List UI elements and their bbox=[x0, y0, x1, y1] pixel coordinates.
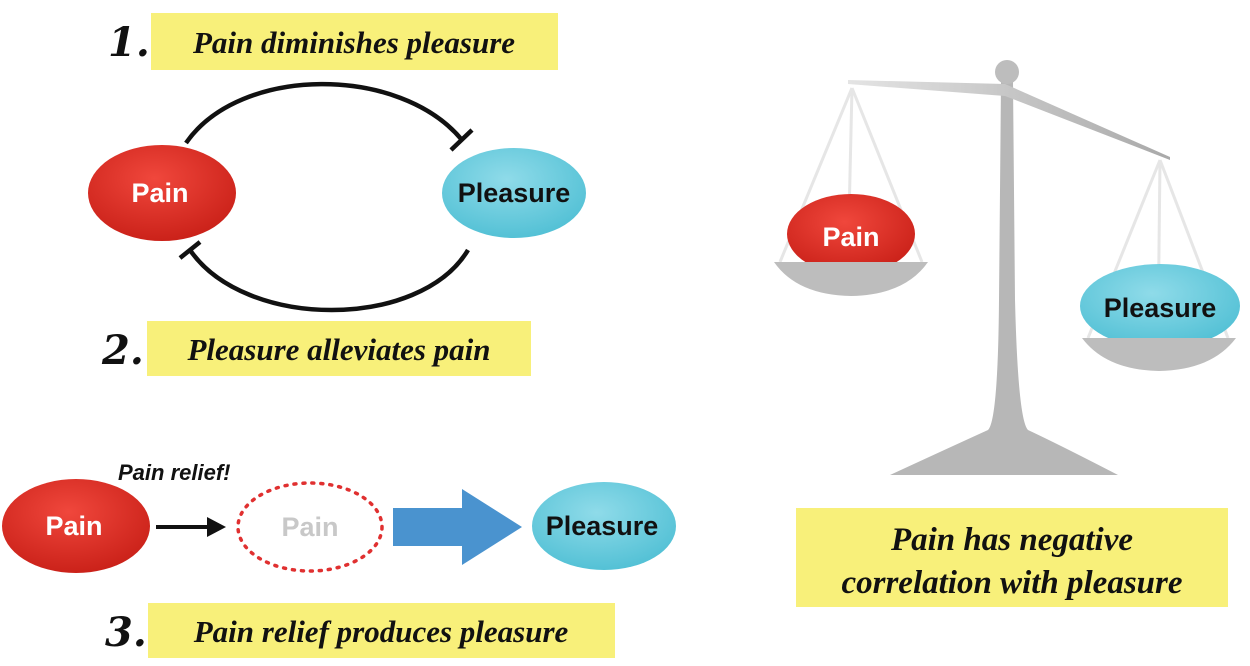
caption-3-highlight bbox=[148, 603, 615, 658]
cycle-pain-label: Pain bbox=[131, 178, 188, 208]
cycle-diagram: Pain Pleasure bbox=[88, 81, 586, 313]
scale-post bbox=[890, 82, 1118, 475]
cycle-pleasure-label: Pleasure bbox=[458, 178, 571, 208]
inhibit-bar-top bbox=[449, 128, 474, 152]
caption-1: 1. Pain diminishes pleasure bbox=[108, 13, 558, 70]
conclusion-highlight bbox=[796, 508, 1228, 607]
caption-2: 2. Pleasure alleviates pain bbox=[101, 321, 531, 376]
scale-pleasure-label: Pleasure bbox=[1104, 293, 1217, 323]
balance-scale: Pain Pleasure bbox=[774, 60, 1240, 475]
caption-1-number: 1. bbox=[108, 19, 150, 66]
conclusion-box: Pain has negative correlation with pleas… bbox=[796, 508, 1228, 607]
caption-1-highlight bbox=[151, 13, 558, 70]
caption-1-text: Pain diminishes pleasure bbox=[192, 25, 515, 60]
left-pan bbox=[774, 262, 928, 296]
right-pan bbox=[1082, 338, 1236, 371]
scale-pain-label: Pain bbox=[822, 222, 879, 252]
relief-diagram: Pain Pain relief! Pain Pleasure bbox=[2, 460, 676, 573]
caption-3: 3. Pain relief produces pleasure bbox=[105, 603, 615, 658]
caption-3-number: 3. bbox=[105, 609, 147, 656]
caption-3-text: Pain relief produces pleasure bbox=[193, 614, 569, 649]
relief-pleasure-node bbox=[532, 482, 676, 570]
inhibit-arc-bottom bbox=[188, 248, 470, 313]
cycle-pain-node bbox=[88, 145, 236, 241]
conclusion-line-2: correlation with pleasure bbox=[841, 565, 1182, 601]
cycle-pleasure-node bbox=[442, 148, 586, 238]
caption-2-highlight bbox=[147, 321, 531, 376]
scale-pain-weight bbox=[787, 194, 915, 274]
faded-pain-node bbox=[236, 481, 384, 573]
inhibit-bar-bottom bbox=[178, 240, 202, 260]
produces-block-arrow bbox=[393, 489, 522, 565]
relief-note: Pain relief! bbox=[118, 460, 230, 485]
conclusion-line-1: Pain has negative bbox=[890, 522, 1133, 558]
faded-pain-label: Pain bbox=[281, 512, 338, 542]
scale-pivot-knob bbox=[995, 60, 1019, 84]
relief-pain-label: Pain bbox=[45, 511, 102, 541]
inhibit-arc-top bbox=[184, 81, 464, 145]
relief-arrow-head bbox=[207, 517, 226, 537]
scale-beam bbox=[848, 80, 1170, 160]
relief-pain-node bbox=[2, 479, 150, 573]
caption-2-number: 2. bbox=[101, 327, 144, 374]
caption-2-text: Pleasure alleviates pain bbox=[186, 332, 490, 367]
scale-pleasure-weight bbox=[1080, 264, 1240, 348]
relief-pleasure-label: Pleasure bbox=[546, 511, 659, 541]
